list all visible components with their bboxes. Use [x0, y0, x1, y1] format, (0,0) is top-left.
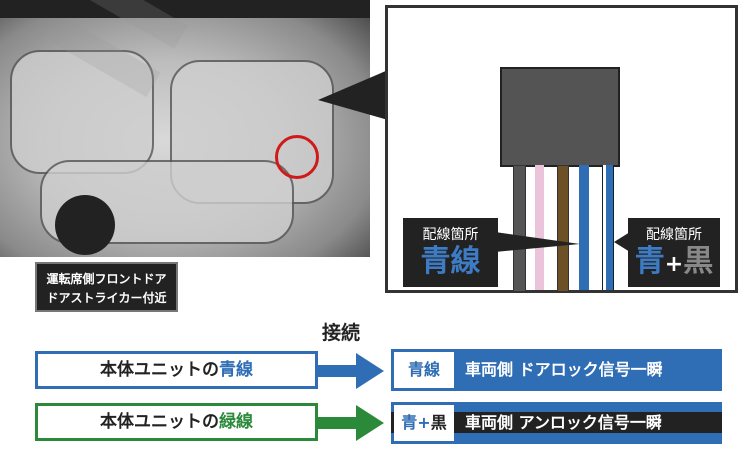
left-wire-label: 配線箇所 青線 — [403, 218, 498, 287]
wire-brown — [557, 165, 569, 292]
unit-blue-wire-box: 本体ユニットの青線 — [35, 351, 318, 389]
target-tag: 青線 — [394, 352, 454, 388]
speaker-icon — [55, 195, 115, 255]
vehicle-lock-signal-bar: 青線 車両側 ドアロック信号一瞬 — [391, 349, 722, 391]
label-gray: 黒 — [683, 244, 714, 279]
connector-block — [500, 67, 620, 167]
label-small: 配線箇所 — [646, 227, 702, 243]
caption-line: ドアストライカー付近 — [46, 291, 167, 305]
unit-green-wire-box: 本体ユニットの緑線 — [35, 403, 318, 441]
row-wire: 緑線 — [219, 412, 253, 432]
door-photo — [0, 0, 370, 257]
arrow-right-icon — [318, 353, 384, 389]
target-text: 車両側 アンロック信号一瞬 — [465, 413, 662, 432]
target-tag: 青+黒 — [394, 405, 454, 441]
wire-blue — [579, 165, 589, 290]
caption-line: 運転席側フロントドア — [46, 272, 167, 286]
wire-pink — [535, 165, 544, 290]
connect-heading: 接続 — [322, 322, 361, 344]
wire-gray — [513, 165, 526, 292]
right-wire-label: 配線箇所 青+黒 — [628, 218, 720, 287]
photo-caption: 運転席側フロントドア ドアストライカー付近 — [35, 262, 178, 312]
label-plus: + — [664, 252, 684, 277]
target-text: 車両側 ドアロック信号一瞬 — [465, 360, 663, 379]
tag-blue: 青 — [401, 413, 418, 432]
callout-pointer — [318, 70, 388, 120]
label-small: 配線箇所 — [422, 227, 479, 243]
arrow-right-icon — [318, 405, 384, 441]
left-pointer — [495, 232, 580, 252]
right-pointer — [614, 232, 630, 252]
row-wire: 青線 — [219, 360, 253, 380]
label-blue: 青 — [634, 244, 665, 279]
highlight-circle — [275, 135, 319, 179]
wire-blue-black — [602, 165, 614, 290]
row-prefix: 本体ユニットの — [100, 412, 219, 432]
vehicle-unlock-signal-bar: 青+黒 車両側 アンロック信号一瞬 — [391, 402, 722, 444]
tag-black: 黒 — [430, 413, 447, 432]
tag-plus: + — [417, 413, 431, 432]
label-big: 青線 — [420, 244, 481, 279]
row-prefix: 本体ユニットの — [100, 360, 219, 380]
